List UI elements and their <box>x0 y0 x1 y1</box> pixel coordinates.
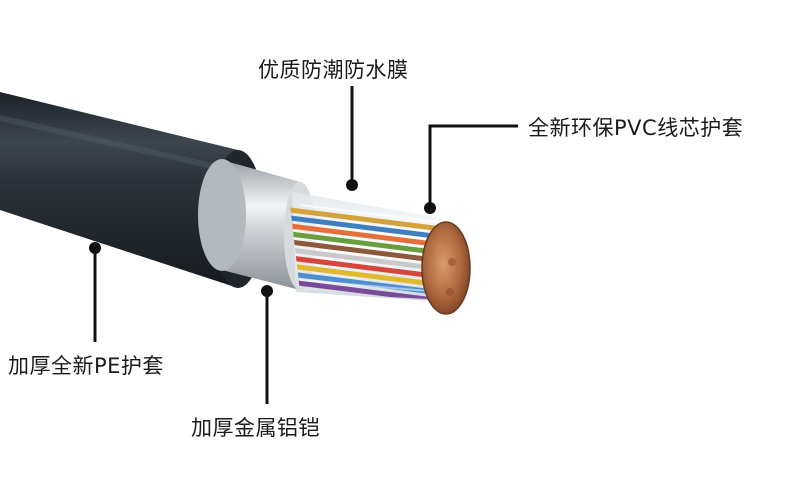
leader-pe <box>89 242 101 342</box>
leader-aluminum <box>261 285 273 404</box>
leader-pvc <box>424 124 518 214</box>
label-pe-jacket: 加厚全新PE护套 <box>8 354 164 378</box>
label-waterproof-film: 优质防潮防水膜 <box>258 58 409 82</box>
label-pvc-core-sheath: 全新环保PVC线芯护套 <box>528 116 744 140</box>
copper-core <box>421 221 471 315</box>
label-aluminum-armor: 加厚金属铝铠 <box>191 416 320 440</box>
leader-film <box>346 86 358 191</box>
